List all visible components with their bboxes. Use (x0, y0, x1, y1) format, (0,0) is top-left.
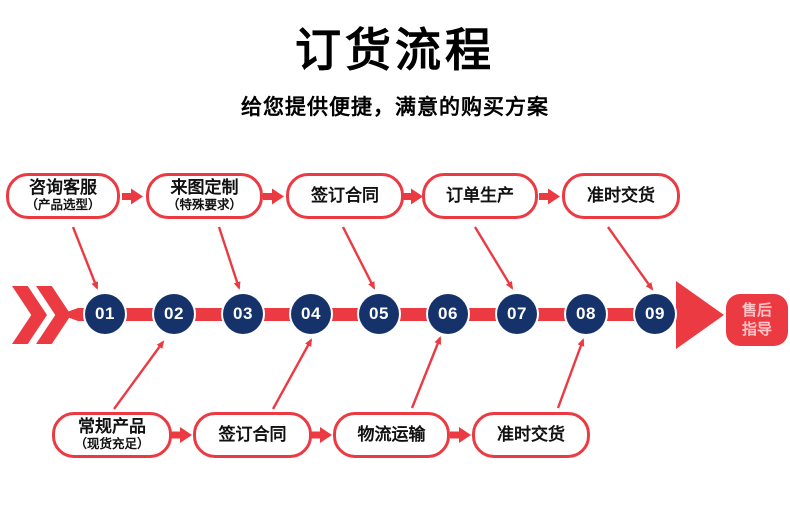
next-step-arrow-icon (450, 427, 471, 443)
next-step-arrow-icon (263, 188, 284, 205)
timeline-node-01: 01 (85, 294, 125, 334)
step-pill-logistics: 物流运输 (333, 412, 450, 458)
timeline-node-08: 08 (566, 294, 606, 334)
step-label: 签订合同 (311, 185, 379, 205)
next-step-arrow-icon (122, 188, 143, 205)
step-pill-on-time-delivery-bottom: 准时交货 (472, 412, 590, 458)
step-label: 咨询客服 (29, 178, 97, 198)
step-label: 订单生产 (446, 185, 514, 205)
connector-arrow (71, 226, 99, 290)
connector-arrow (341, 226, 376, 290)
step-sublabel: （特殊要求） (166, 197, 242, 212)
step-pill-custom-drawing: 来图定制 （特殊要求） (146, 173, 263, 219)
timeline-node-04: 04 (291, 294, 331, 334)
timeline-node-06: 06 (428, 294, 468, 334)
timeline-node-02: 02 (154, 294, 194, 334)
timeline-node-03: 03 (223, 294, 263, 334)
next-step-arrow-icon (171, 427, 192, 443)
step-sublabel: （产品选型） (25, 197, 101, 212)
next-step-arrow-icon (311, 427, 332, 443)
step-pill-order-production: 订单生产 (422, 173, 538, 219)
timeline-arrowhead-icon (676, 281, 724, 349)
step-label: 物流运输 (357, 424, 426, 444)
start-chevron-icon (12, 286, 47, 344)
timeline-node-09: 09 (635, 294, 675, 334)
connector-arrow (113, 340, 165, 410)
connector-arrow (607, 226, 654, 291)
connector-arrow (556, 338, 585, 409)
connector-arrow (271, 338, 313, 410)
step-sublabel: （现货充足） (74, 436, 150, 451)
step-pill-sign-contract-top: 签订合同 (286, 173, 404, 219)
step-pill-consult: 咨询客服 （产品选型） (6, 173, 120, 219)
step-pill-sign-contract-bottom: 签订合同 (193, 412, 312, 458)
after-sales-badge: 售后指导 (726, 294, 788, 346)
page-subtitle: 给您提供便捷，满意的购买方案 (241, 96, 549, 119)
page-title: 订货流程 (295, 24, 495, 76)
next-step-arrow-icon (539, 188, 560, 205)
step-label: 准时交货 (587, 185, 655, 205)
step-label: 准时交货 (497, 424, 565, 444)
step-label: 常规产品 (78, 417, 146, 437)
timeline-node-05: 05 (359, 294, 399, 334)
step-label: 来图定制 (170, 178, 239, 198)
connector-arrow (473, 226, 514, 290)
step-pill-on-time-delivery-top: 准时交货 (562, 173, 680, 219)
step-pill-regular-product: 常规产品 （现货充足） (52, 412, 172, 458)
step-label: 签订合同 (218, 424, 287, 444)
connector-arrow (217, 226, 241, 290)
timeline-node-07: 07 (497, 294, 537, 334)
connector-arrow (410, 336, 442, 409)
next-step-arrow-icon (402, 188, 423, 205)
